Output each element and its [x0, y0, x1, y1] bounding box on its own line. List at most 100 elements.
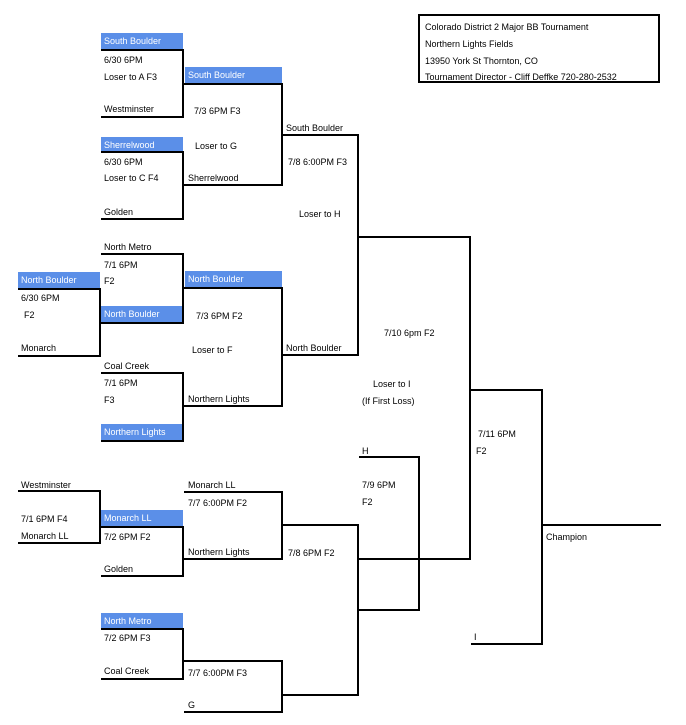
r2-game2-info: 7/3 6PM F2: [196, 311, 243, 321]
r3-semi1-team-bottom: North Boulder: [286, 343, 342, 353]
game-f-team-top: Westminster: [21, 480, 71, 490]
r3-semi2-info: 7/8 6PM F2: [288, 548, 335, 558]
r3-semi1-team-top: South Boulder: [286, 123, 344, 133]
tournament-info-box: Colorado District 2 Major BB Tournament …: [418, 14, 660, 83]
game-g-info1: 7/2 6PM F2: [104, 532, 151, 542]
bracket-line: [99, 288, 101, 357]
game-f-team-bottom: Monarch LL: [21, 531, 69, 541]
r2-game1-team-top: South Boulder: [185, 67, 282, 83]
info-title: Colorado District 2 Major BB Tournament: [425, 22, 589, 32]
bracket-line: [281, 660, 283, 713]
game-h-team-bottom: Coal Creek: [104, 666, 150, 676]
bracket-line: [184, 558, 283, 560]
bracket-line: [541, 389, 543, 645]
game-b-team-bottom: Golden: [104, 207, 134, 217]
game-g-team-bottom: Golden: [104, 564, 134, 574]
bracket-line: [101, 322, 184, 324]
game-d-info2: F2: [24, 310, 35, 320]
bracket-line: [101, 628, 184, 630]
game-b-info1: 6/30 6PM: [104, 157, 143, 167]
bracket-line: [283, 134, 359, 136]
bracket-line: [541, 524, 661, 526]
r2-game2-team-top: North Boulder: [185, 271, 282, 287]
bracket-line: [101, 151, 184, 153]
bracket-line: [99, 490, 101, 544]
game-d-info1: 6/30 6PM: [21, 293, 60, 303]
r2-game3-info: 7/7 6:00PM F2: [188, 498, 248, 508]
game-c-team-top: North Metro: [104, 242, 152, 252]
bracket-line: [357, 524, 359, 696]
info-address: 13950 York St Thornton, CO: [425, 56, 538, 66]
bracket-line: [281, 287, 283, 407]
final-i-label: I: [474, 632, 477, 642]
game-a-team-bottom: Westminster: [104, 104, 154, 114]
game-a-info1: 6/30 6PM: [104, 55, 143, 65]
bracket-line: [359, 236, 471, 238]
r2-game3-team-bottom: Northern Lights: [188, 547, 250, 557]
bracket-line: [359, 609, 420, 611]
bracket-line: [101, 253, 184, 255]
bracket-line: [283, 354, 359, 356]
bracket-line: [184, 405, 283, 407]
game-a-team-top: South Boulder: [101, 33, 183, 49]
info-director: Tournament Director - Cliff Deffke 720-2…: [425, 72, 617, 82]
final-info2: F2: [476, 446, 487, 456]
bracket-line: [418, 456, 420, 611]
game-d-team-bottom: Monarch: [21, 343, 57, 353]
bracket-line: [184, 287, 283, 289]
bracket-line: [281, 83, 283, 186]
bracket-line: [182, 526, 184, 577]
bracket-line: [281, 491, 283, 560]
bracket-line: [101, 372, 184, 374]
bracket-line: [184, 660, 283, 662]
game-c-info2: F2: [104, 276, 115, 286]
bracket-line: [101, 575, 184, 577]
game-b-team-top: Sherrelwood: [101, 137, 183, 153]
r2-game1-team-bottom: Sherrelwood: [188, 173, 239, 183]
bracket-line: [184, 491, 283, 493]
game-c-team-bottom: North Boulder: [101, 306, 183, 322]
game-b-info2: Loser to C F4: [104, 173, 159, 183]
game-e-team-bottom: Northern Lights: [101, 424, 183, 440]
game-d-team-top: North Boulder: [18, 272, 100, 288]
bracket-line: [101, 49, 184, 51]
bracket-line: [101, 116, 184, 118]
r2-game4-team-bottom: G: [188, 700, 196, 710]
game-e-team-top: Coal Creek: [104, 361, 150, 371]
semi-note-2: (If First Loss): [362, 396, 415, 406]
bracket-line: [18, 288, 101, 290]
bracket-line: [182, 151, 184, 220]
game-e-info1: 7/1 6PM: [104, 378, 138, 388]
bracket-line: [283, 524, 359, 526]
bracket-line: [184, 184, 283, 186]
bracket-line: [182, 628, 184, 680]
bracket-line: [101, 678, 184, 680]
r2-game1-info: 7/3 6PM F3: [194, 106, 241, 116]
game-a-info2: Loser to A F3: [104, 72, 158, 82]
game-e-info2: F3: [104, 395, 115, 405]
bracket-line: [471, 643, 543, 645]
r3-semi1-note: Loser to H: [299, 209, 341, 219]
r2-game1-note: Loser to G: [195, 141, 238, 151]
bracket-line: [182, 49, 184, 118]
bracket-line: [184, 83, 283, 85]
bracket-line: [469, 236, 471, 560]
champion-label: Champion: [546, 532, 588, 542]
final-info1: 7/11 6PM: [478, 429, 516, 439]
bracket-line: [359, 456, 420, 458]
r2-game2-team-bottom: Northern Lights: [188, 394, 250, 404]
game-h-info1: 7/2 6PM F3: [104, 633, 151, 643]
bracket-line: [101, 440, 184, 442]
semi-info: 7/10 6pm F2: [384, 328, 435, 338]
bracket-line: [18, 490, 101, 492]
bracket-line: [101, 526, 184, 528]
h-game-label: H: [362, 446, 369, 456]
bracket-line: [283, 694, 359, 696]
r2-game2-note: Loser to F: [192, 345, 233, 355]
game-f-info1: 7/1 6PM F4: [21, 514, 68, 524]
r2-game4-info: 7/7 6:00PM F3: [188, 668, 248, 678]
bracket-line: [18, 355, 101, 357]
r3-semi1-info: 7/8 6:00PM F3: [288, 157, 348, 167]
bracket-line: [471, 389, 543, 391]
r2-game3-team-top: Monarch LL: [188, 480, 236, 490]
